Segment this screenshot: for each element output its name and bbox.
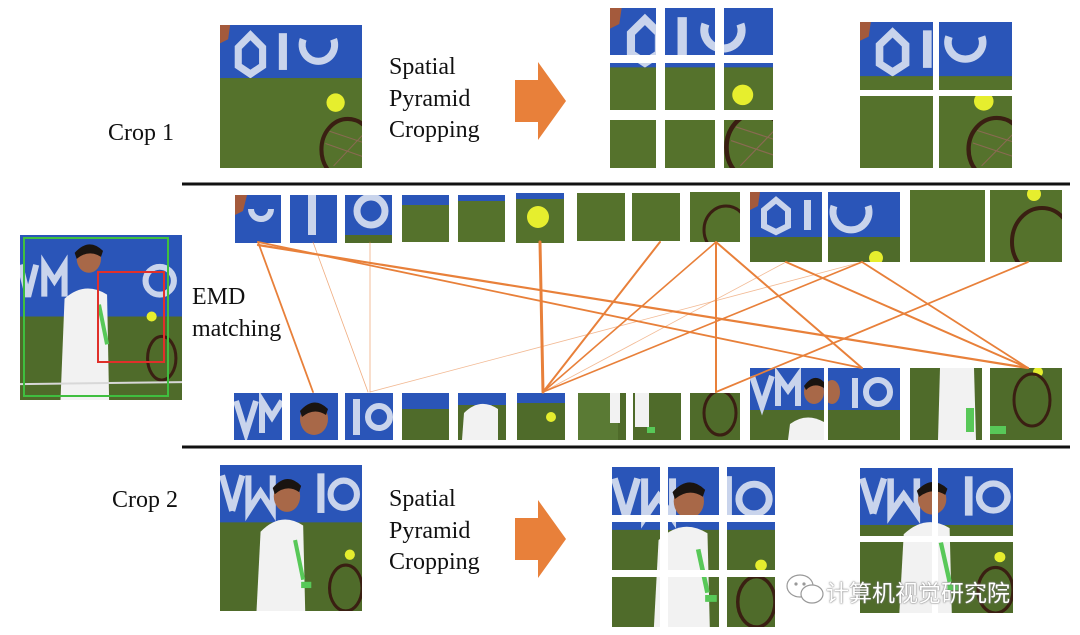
crop2-box <box>23 237 169 397</box>
spc-bottom-line-2: Pyramid <box>389 517 471 544</box>
spc-bottom-label: Spatial Pyramid Cropping <box>389 484 480 579</box>
emd-matching-lines <box>256 240 1030 394</box>
original-image <box>20 235 182 400</box>
crop2-grid-2x2 <box>852 460 1022 620</box>
spc-top-label: Spatial Pyramid Cropping <box>389 52 480 147</box>
arrow-top <box>515 62 566 140</box>
emd-line-2: matching <box>192 315 282 342</box>
crop1-grid-2x2 <box>852 14 1022 174</box>
watermark-text: 计算机视觉研究院 <box>826 581 1010 607</box>
spc-top-line-1: Spatial <box>389 54 456 80</box>
spc-top-line-2: Pyramid <box>389 85 471 112</box>
spc-top-line-3: Cropping <box>389 117 480 144</box>
bottom-patch-row <box>234 368 1062 440</box>
top-patch-row <box>235 190 1062 262</box>
spc-bottom-line-1: Spatial <box>389 486 456 512</box>
crop1-label: Crop 1 <box>108 120 174 146</box>
emd-matching-label: EMD matching <box>192 282 281 345</box>
emd-line-1: EMD <box>192 284 246 310</box>
crop2-label: Crop 2 <box>112 487 178 513</box>
spc-bottom-line-3: Cropping <box>389 549 480 576</box>
crop1-box <box>97 271 165 363</box>
wechat-icon <box>786 574 824 604</box>
arrow-bottom <box>515 500 566 578</box>
crop2-grid-3x3 <box>604 460 784 635</box>
crop1-image <box>220 25 374 180</box>
crop2-image <box>220 465 362 611</box>
crop1-grid-3x3 <box>600 0 780 175</box>
